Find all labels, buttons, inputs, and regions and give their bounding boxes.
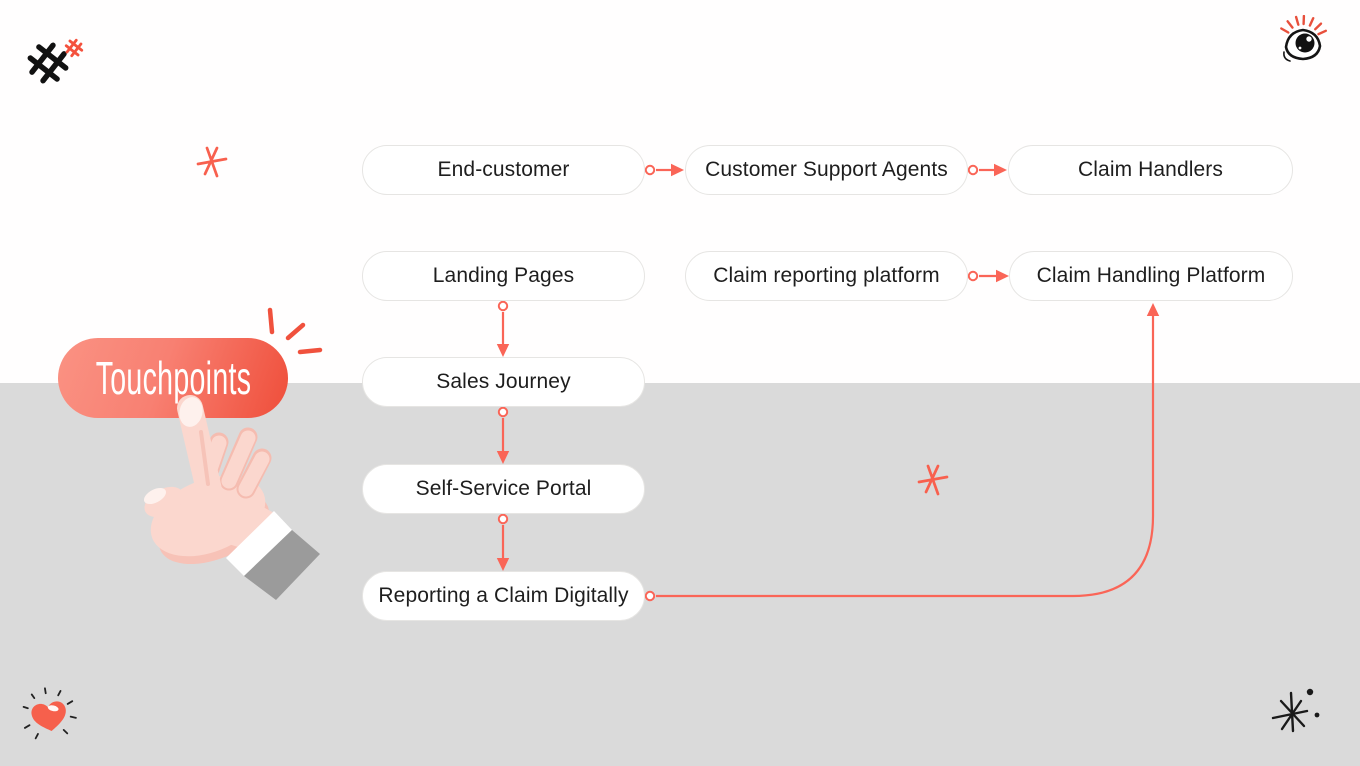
red-asterisk-icon [917, 464, 949, 496]
node-label: Claim Handlers [1078, 158, 1223, 181]
jacket-sleeve [244, 530, 320, 600]
node-claim-handling-platform: Claim Handling Platform [1009, 251, 1293, 301]
black-hash-doodle-icon [27, 42, 69, 84]
node-reporting-a-claim-digitally: Reporting a Claim Digitally [362, 571, 645, 621]
node-label: Landing Pages [432, 264, 575, 287]
node-label: Self-Service Portal [415, 477, 592, 500]
red-asterisk-icon [196, 146, 228, 178]
pointer-hand-icon [143, 395, 320, 600]
heart-doodle-icon [22, 687, 77, 740]
node-sales-journey: Sales Journey [362, 357, 645, 407]
node-label: Reporting a Claim Digitally [378, 584, 629, 607]
edge-customer-support-agents-to-claim-handlers [967, 163, 1007, 177]
node-label: Sales Journey [436, 370, 571, 393]
edge-end-customer-to-customer-support-agents [644, 163, 684, 177]
node-customer-support-agents: Customer Support Agents [685, 145, 968, 195]
star-doodle-icon [1271, 688, 1320, 733]
touchpoints-label: Touchpoints [95, 352, 251, 404]
edge-landing-pages-to-sales-journey [496, 300, 510, 357]
red-hash-doodle-icon [64, 38, 84, 58]
node-self-service-portal: Self-Service Portal [362, 464, 645, 514]
node-label: Customer Support Agents [705, 158, 948, 181]
node-claim-handlers: Claim Handlers [1008, 145, 1293, 195]
node-end-customer: End-customer [362, 145, 645, 195]
node-landing-pages: Landing Pages [362, 251, 645, 301]
node-label: End-customer [437, 158, 570, 181]
node-label: Claim Handling Platform [1036, 264, 1266, 287]
eye-doodle-icon [1280, 15, 1327, 62]
click-sparks [267, 307, 323, 355]
touchpoints-label-pill: Touchpoints [58, 338, 288, 418]
edge-claim-reporting-platform-to-claim-handling-platform [967, 269, 1009, 283]
shirt-cuff [226, 511, 292, 576]
node-label: Claim reporting platform [713, 264, 940, 287]
node-claim-reporting-platform: Claim reporting platform [685, 251, 968, 301]
